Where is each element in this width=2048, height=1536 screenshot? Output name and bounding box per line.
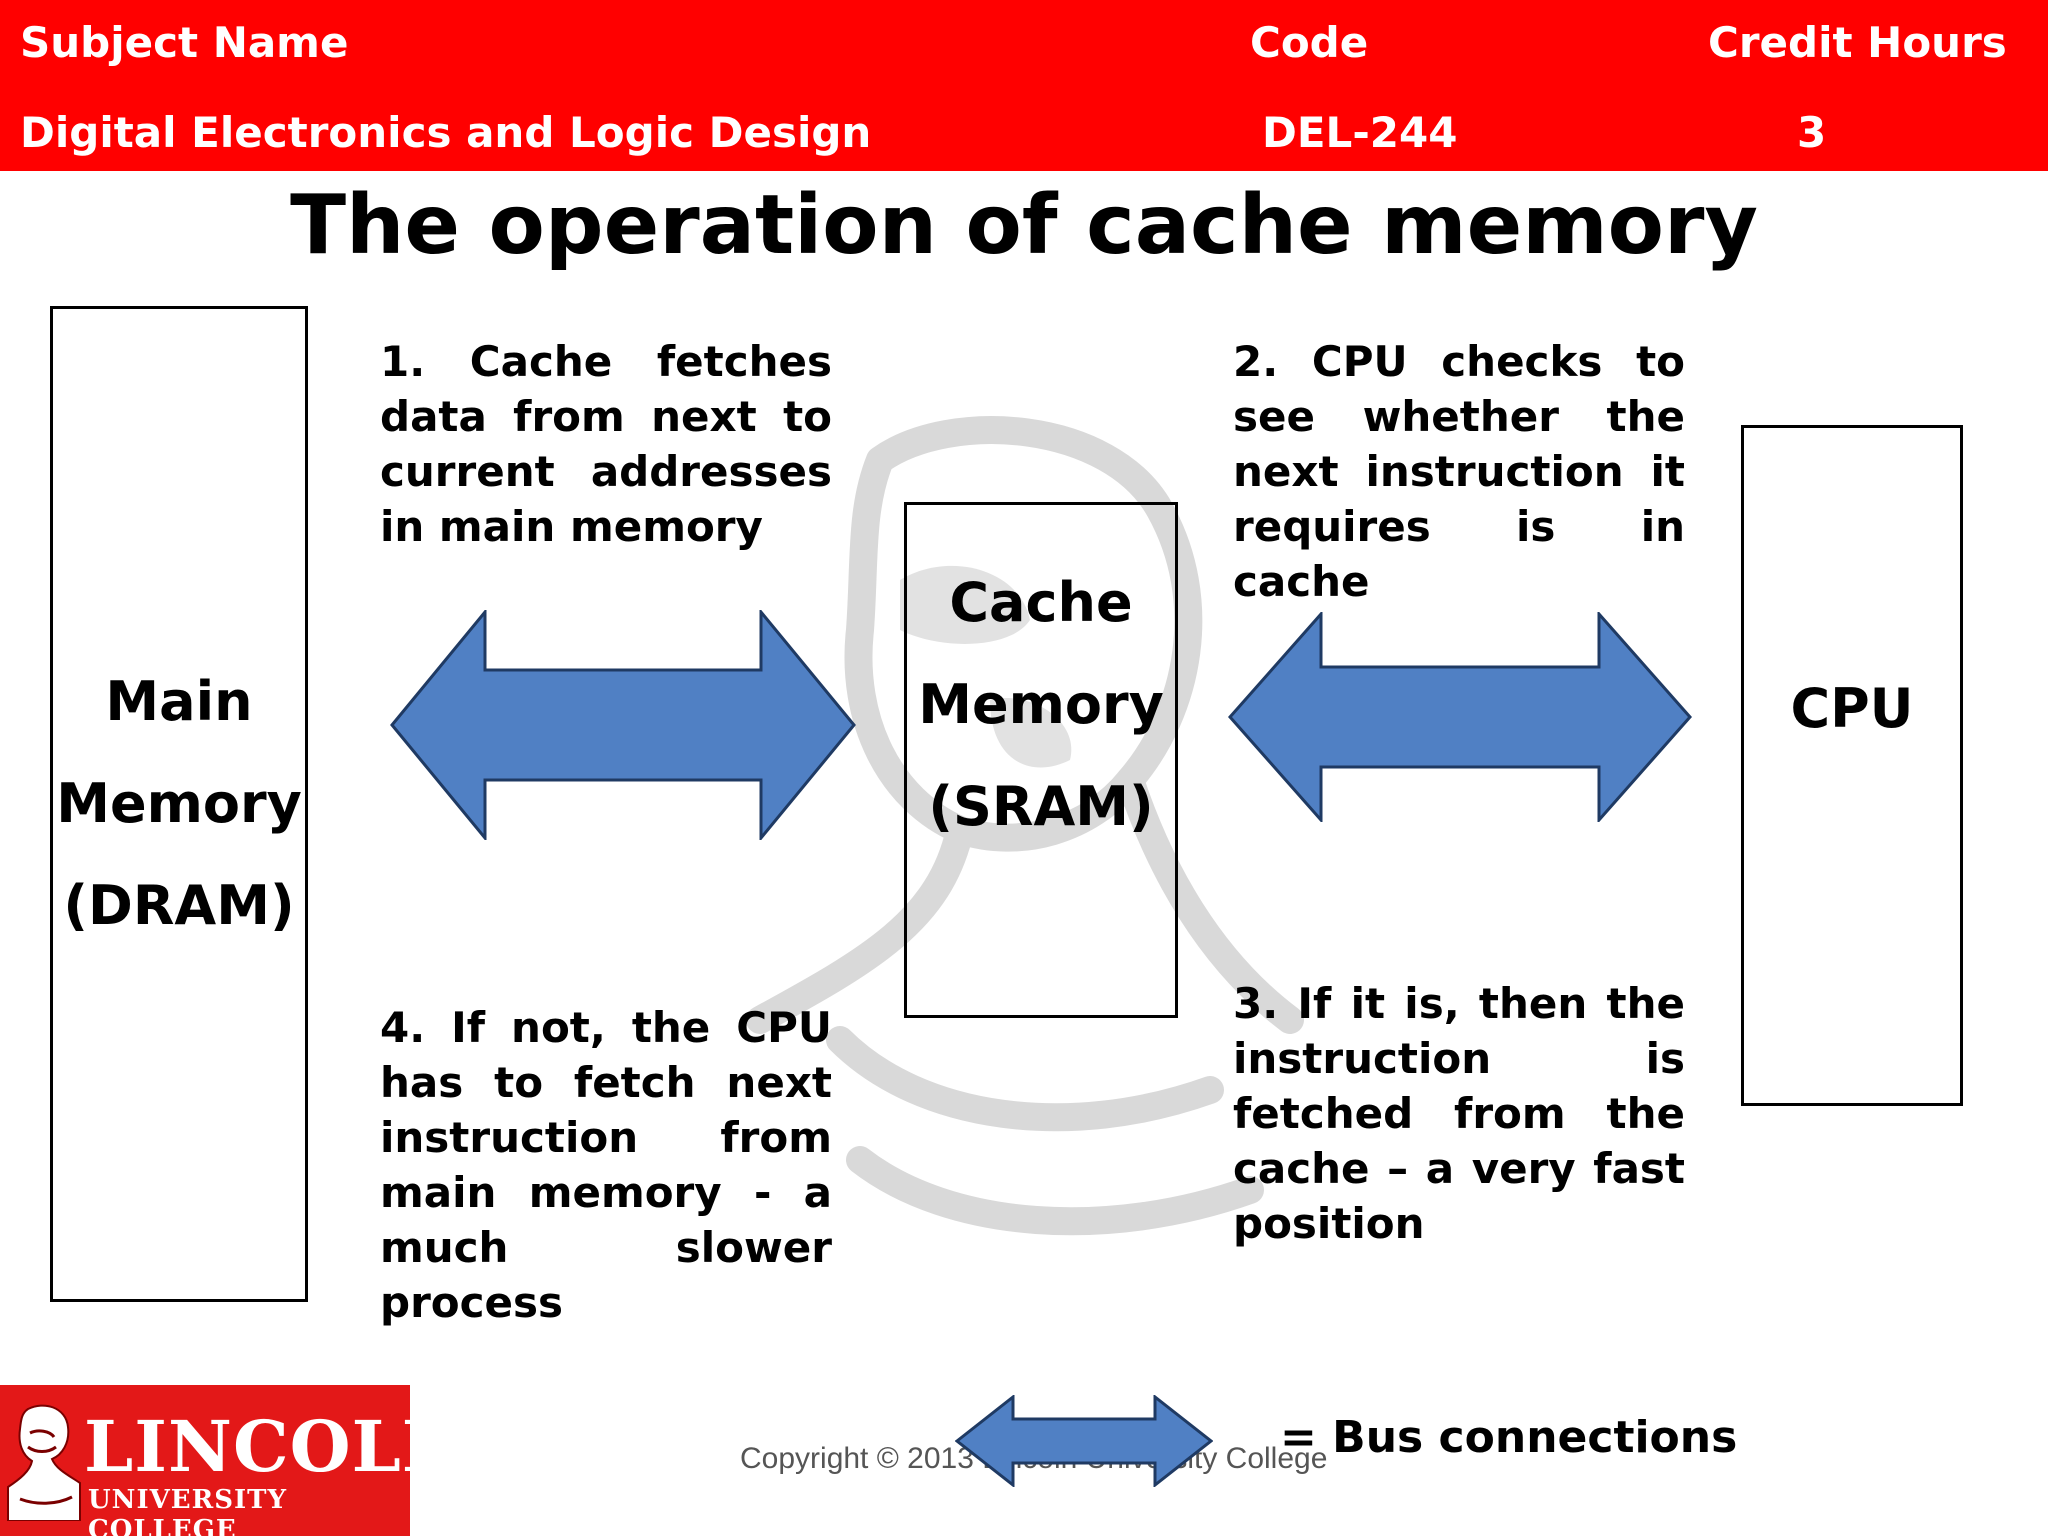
slide-title: The operation of cache memory: [290, 178, 1758, 273]
header-bar: Subject Name Code Credit Hours Digital E…: [0, 0, 2048, 171]
lincoln-bust-icon: [7, 1404, 81, 1521]
step-2-text: 2. CPU checks to see whether the next in…: [1233, 337, 1685, 606]
main-memory-line-2: Memory: [56, 772, 302, 835]
bus-arrow-cache-cpu: [1228, 612, 1692, 822]
credit-hours-label: Credit Hours: [1708, 18, 2007, 67]
step-4-text: 4. If not, the CPU has to fetch next ins…: [380, 1003, 832, 1327]
cpu-label: CPU: [1790, 677, 1914, 740]
bus-arrow-main-cache: [390, 610, 856, 840]
code-value: DEL-244: [1262, 108, 1458, 157]
cache-memory-line-3: (SRAM): [928, 775, 1154, 838]
logo-subtitle: UNIVERSITY COLLEGE: [88, 1485, 288, 1536]
lincoln-bust-watermark: [746, 416, 1304, 1236]
code-label: Code: [1250, 18, 1369, 67]
cache-memory-line-1: Cache: [949, 571, 1133, 634]
subject-name-value: Digital Electronics and Logic Design: [20, 108, 872, 157]
lincoln-logo: LINCOLN UNIVERSITY COLLEGE: [0, 1385, 466, 1536]
cache-memory-line-2: Memory: [918, 673, 1164, 736]
main-memory-line-3: (DRAM): [63, 874, 295, 937]
main-memory-box: Main Memory (DRAM): [50, 306, 308, 1302]
step-1-text: 1. Cache fetches data from next to curre…: [380, 337, 832, 551]
cache-memory-box: Cache Memory (SRAM): [904, 502, 1178, 1018]
subject-name-label: Subject Name: [20, 18, 349, 67]
main-memory-line-1: Main: [105, 670, 253, 733]
step-3-text: 3. If it is, then the instruction is fet…: [1233, 979, 1685, 1248]
legend-label: = Bus connections: [1280, 1412, 1738, 1463]
cpu-box: CPU: [1741, 425, 1963, 1106]
logo-wordmark: LINCOLN: [84, 1405, 467, 1488]
legend-bus-arrow: [955, 1395, 1213, 1487]
credit-hours-value: 3: [1797, 108, 1827, 157]
